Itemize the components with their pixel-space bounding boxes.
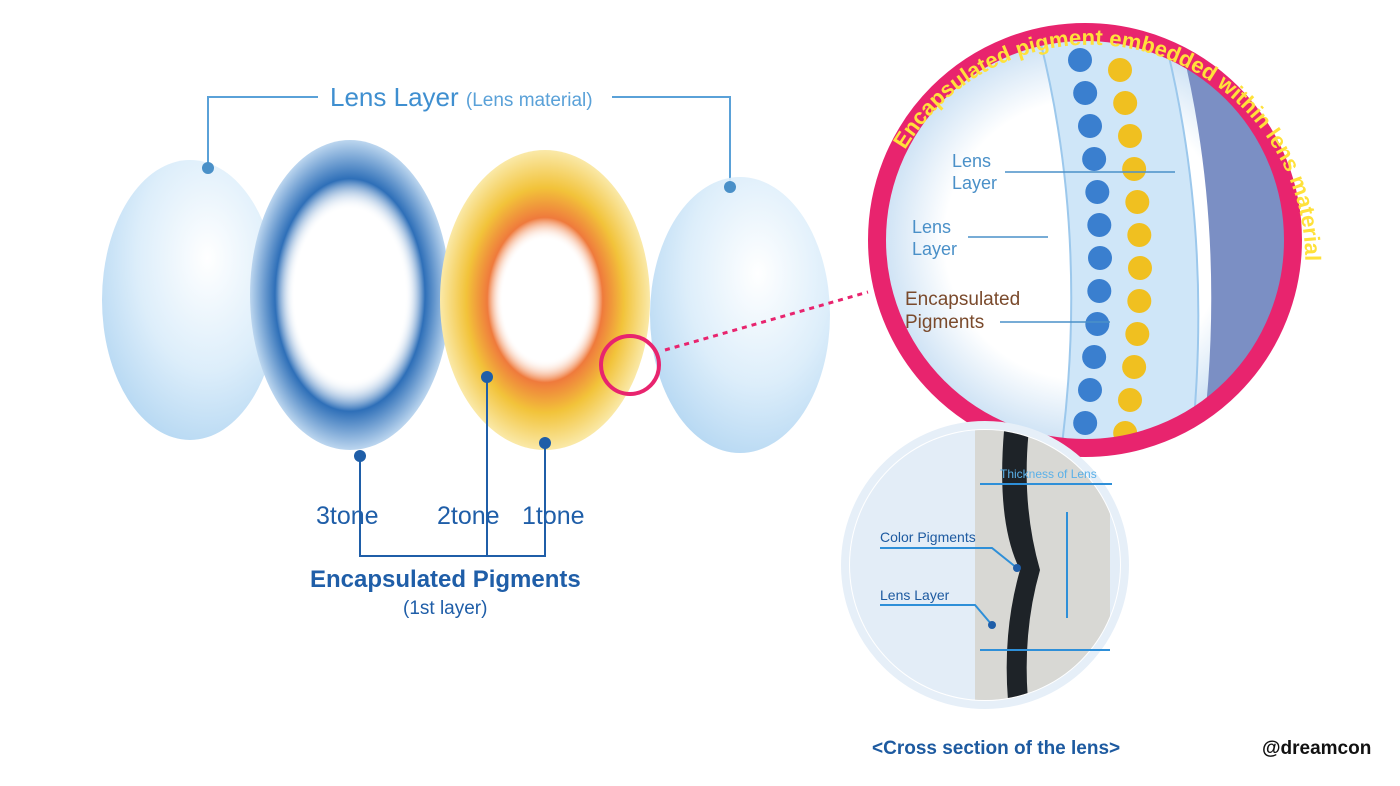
zoom-label-encapsulated: Encapsulated Pigments: [905, 289, 1021, 333]
pigment-bead: [1127, 289, 1152, 313]
pigment-bead: [1118, 388, 1142, 412]
right-lens-layer: [650, 177, 830, 453]
cross-section-caption: <Cross section of the lens>: [872, 738, 1121, 759]
yellow-pigment-ring: [440, 150, 650, 450]
tone-label-1: 1tone: [522, 502, 585, 530]
cross-lens-layer-label: Lens Layer: [880, 587, 950, 603]
encapsulated-pigments-sublabel: (1st layer): [403, 598, 488, 619]
pigment-bead: [1113, 91, 1138, 115]
pigment-bead: [1122, 355, 1147, 379]
pigment-bead: [1073, 81, 1098, 105]
pigment-bead: [1087, 279, 1112, 303]
pigment-bead: [1082, 147, 1107, 171]
lens-layer-title: Lens Layer (Lens material): [330, 82, 593, 112]
zoom-label-lens-layer-1: Lens Layer: [952, 151, 998, 193]
encapsulated-pigments-label: Encapsulated Pigments: [310, 566, 581, 593]
pigment-bead: [1108, 58, 1132, 82]
pigment-bead: [1082, 345, 1107, 369]
blue-pigment-ring: [250, 140, 450, 450]
pigment-bead: [1085, 180, 1110, 204]
pigment-bead: [1087, 213, 1112, 237]
lens-layer-bracket: [207, 96, 731, 187]
pigment-bead: [1118, 124, 1142, 148]
pigment-bead: [1125, 322, 1150, 346]
pigment-bead: [1068, 48, 1092, 72]
pigment-bead: [1088, 246, 1112, 270]
thickness-label: Thickness of Lens: [1000, 467, 1097, 481]
pigment-bead: [1073, 411, 1098, 435]
pigment-bead: [1125, 190, 1150, 214]
zoom-label-lens-layer-2: Lens Layer: [912, 217, 958, 259]
tone-label-3: 3tone: [316, 502, 379, 530]
pigment-bead: [1085, 312, 1110, 336]
pigment-bead: [1078, 114, 1102, 138]
pigment-bead: [1078, 378, 1102, 402]
cross-section-circle: [841, 421, 1129, 709]
pigment-bead: [1128, 256, 1152, 280]
left-lens-layer: [102, 160, 278, 440]
pigment-bead: [1122, 157, 1147, 181]
pigment-bead: [1127, 223, 1152, 247]
tone-bracket: [359, 377, 546, 557]
magnify-marker: [599, 334, 661, 396]
watermark: @dreamcon: [1262, 738, 1372, 759]
tone-label-2: 2tone: [437, 502, 500, 530]
color-pigments-label: Color Pigments: [880, 529, 976, 545]
